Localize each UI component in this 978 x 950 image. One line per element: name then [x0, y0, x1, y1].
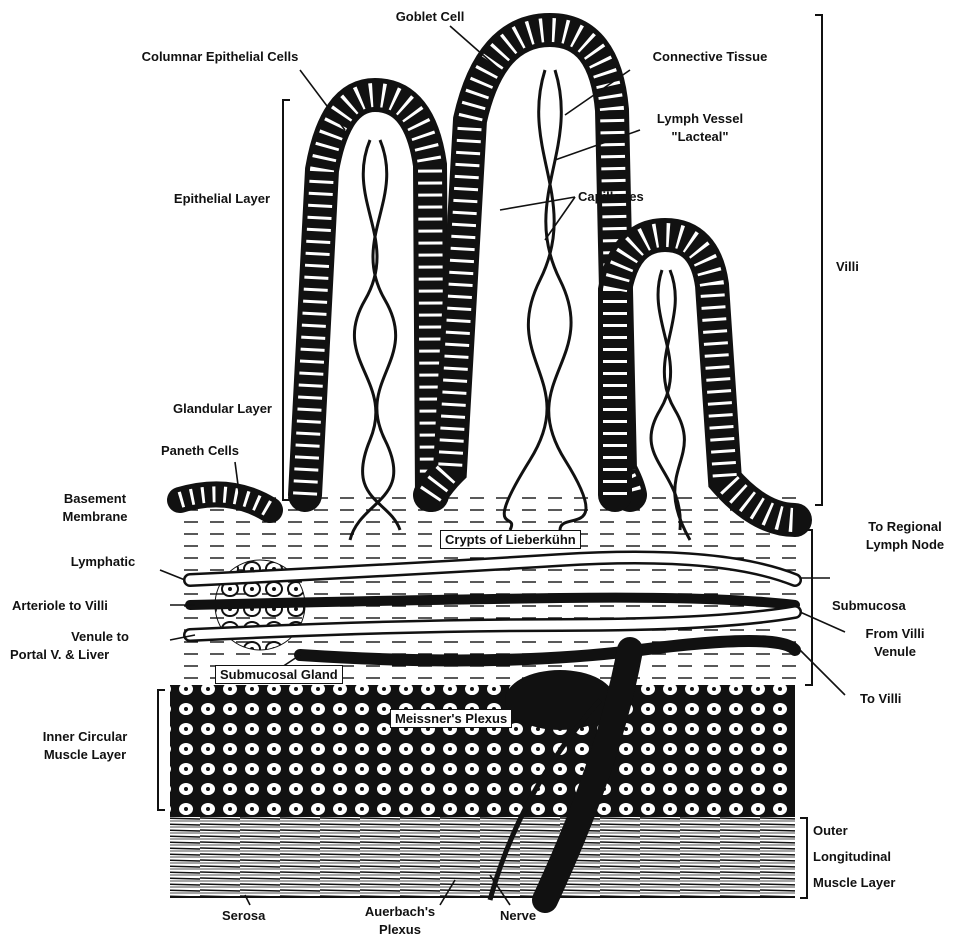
label-lacteal: "Lacteal": [650, 128, 750, 145]
label-goblet-cell: Goblet Cell: [370, 8, 490, 25]
label-membrane: Membrane: [45, 508, 145, 525]
label-from-villi: From Villi: [845, 625, 945, 642]
label-muscle-layer-outer: Muscle Layer: [813, 874, 895, 891]
label-to-regional: To Regional: [840, 518, 970, 535]
label-to-villi: To Villi: [860, 690, 901, 707]
label-columnar-epithelial-cells: Columnar Epithelial Cells: [100, 48, 340, 65]
label-nerve: Nerve: [500, 907, 536, 924]
label-submucosal-gland: Submucosal Gland: [215, 665, 343, 684]
label-capillaries: Capillaries: [578, 188, 644, 205]
outer-longitudinal-muscle-layer: [170, 817, 795, 897]
label-venule-to: Venule to: [40, 628, 160, 645]
label-submucosa: Submucosa: [832, 597, 906, 614]
label-arteriole-to-villi: Arteriole to Villi: [12, 597, 108, 614]
label-serosa: Serosa: [222, 907, 265, 924]
label-inner-circular: Inner Circular: [20, 728, 150, 745]
label-plexus: Plexus: [355, 921, 445, 938]
label-venule: Venule: [845, 643, 945, 660]
label-lymph-vessel: Lymph Vessel: [640, 110, 760, 127]
villus-capillaries: [350, 70, 690, 540]
label-paneth-cells: Paneth Cells: [140, 442, 260, 459]
label-epithelial-layer: Epithelial Layer: [110, 190, 270, 207]
label-lymphatic: Lymphatic: [48, 553, 158, 570]
label-lymph-node: Lymph Node: [840, 536, 970, 553]
label-crypts-of-lieberkuhn: Crypts of Lieberkühn: [440, 530, 581, 549]
label-basement: Basement: [45, 490, 145, 507]
label-longitudinal: Longitudinal: [813, 848, 891, 865]
label-glandular-layer: Glandular Layer: [100, 400, 272, 417]
inner-circular-muscle-layer: [170, 685, 795, 817]
label-portal-v-liver: Portal V. & Liver: [10, 646, 109, 663]
label-outer: Outer: [813, 822, 848, 839]
label-meissners-plexus: Meissner's Plexus: [390, 709, 512, 728]
label-auerbachs: Auerbach's: [355, 903, 445, 920]
label-connective-tissue: Connective Tissue: [620, 48, 800, 65]
label-villi: Villi: [836, 258, 859, 275]
label-muscle-layer-inner: Muscle Layer: [20, 746, 150, 763]
